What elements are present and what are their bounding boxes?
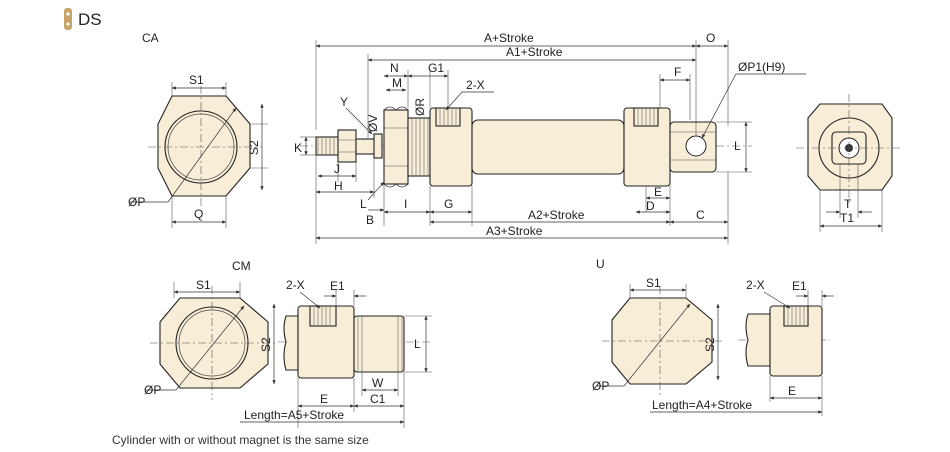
dim-2x-ca: 2-X — [466, 78, 485, 92]
dim-b: B — [366, 213, 374, 227]
view-label-u: U — [596, 257, 605, 271]
header-badge: DS — [64, 8, 102, 30]
dim-k: K — [294, 141, 302, 155]
u-hex-end-view: S1 S2 ØP — [592, 276, 722, 398]
dim-phi-p: ØP — [128, 195, 145, 209]
dim-y: Y — [340, 95, 348, 109]
dim-a1-stroke: A1+Stroke — [506, 45, 563, 59]
view-label-cm: CM — [232, 259, 251, 273]
dim-w: W — [372, 376, 384, 390]
model-title: DS — [78, 10, 102, 29]
view-label-ca: CA — [142, 31, 159, 45]
dim-g: G — [444, 197, 453, 211]
dim-phi-r: ØR — [413, 98, 427, 116]
dim-e-ca: E — [654, 185, 662, 199]
dim-c: C — [696, 208, 705, 222]
dim-phi-p-cm: ØP — [144, 383, 161, 397]
dim-e1-u: E1 — [792, 279, 807, 293]
dim-2x-cm: 2-X — [286, 278, 305, 292]
dim-length-a5: Length=A5+Stroke — [244, 408, 344, 422]
dim-n: N — [390, 61, 399, 75]
dim-a2-stroke: A2+Stroke — [528, 208, 585, 222]
dim-t: T — [844, 197, 852, 211]
dim-a-stroke: A+Stroke — [484, 31, 534, 45]
footer-note: Cylinder with or without magnet is the s… — [112, 433, 369, 447]
ca-clevis-end-view: T T1 — [796, 94, 902, 232]
dim-e-cm: E — [320, 392, 328, 406]
dim-phi-v: ØV — [366, 115, 380, 132]
accent-bar — [64, 8, 72, 30]
dim-t1: T1 — [840, 211, 854, 225]
dim-i: I — [404, 197, 407, 211]
dim-phi-p-u: ØP — [592, 379, 609, 393]
dim-s2: S2 — [247, 140, 261, 155]
dim-f: F — [674, 65, 681, 79]
dim-length-a4: Length=A4+Stroke — [652, 398, 752, 412]
dim-d: D — [646, 199, 655, 213]
dim-s2-u: S2 — [703, 337, 717, 352]
dim-j: J — [334, 162, 340, 176]
dim-s2-cm: S2 — [259, 337, 273, 352]
dim-g1: G1 — [428, 61, 444, 75]
dim-e1-cm: E1 — [330, 279, 345, 293]
dim-s1-u: S1 — [646, 276, 661, 290]
cm-hex-end-view: S1 S2 ØP — [144, 278, 276, 400]
dim-l-small: L — [360, 197, 367, 211]
dim-q: Q — [194, 207, 203, 221]
dim-o: O — [706, 31, 715, 45]
dim-e-u: E — [788, 384, 796, 398]
dim-2x-u: 2-X — [746, 278, 765, 292]
dim-s1-cm: S1 — [196, 278, 211, 292]
dim-l-cm: L — [414, 337, 421, 351]
dim-c1: C1 — [370, 392, 386, 406]
dim-phi-p1: ØP1(H9) — [738, 60, 785, 74]
ca-side-view: A+Stroke O A1+Stroke N G1 M 2-X Y ØV ØR — [294, 31, 806, 244]
ca-hex-end-view: S1 S2 Q ØP — [128, 73, 268, 228]
cm-side-view: 2-X E1 L W E C1 Length=A5+Stroke — [240, 278, 432, 428]
u-side-view: 2-X E1 E Length=A4+Stroke — [650, 278, 834, 416]
dim-l-ca: L — [734, 139, 741, 153]
dim-m: M — [392, 76, 402, 90]
dim-a3-stroke: A3+Stroke — [486, 224, 543, 238]
dim-s1: S1 — [189, 73, 204, 87]
dim-h: H — [334, 179, 343, 193]
